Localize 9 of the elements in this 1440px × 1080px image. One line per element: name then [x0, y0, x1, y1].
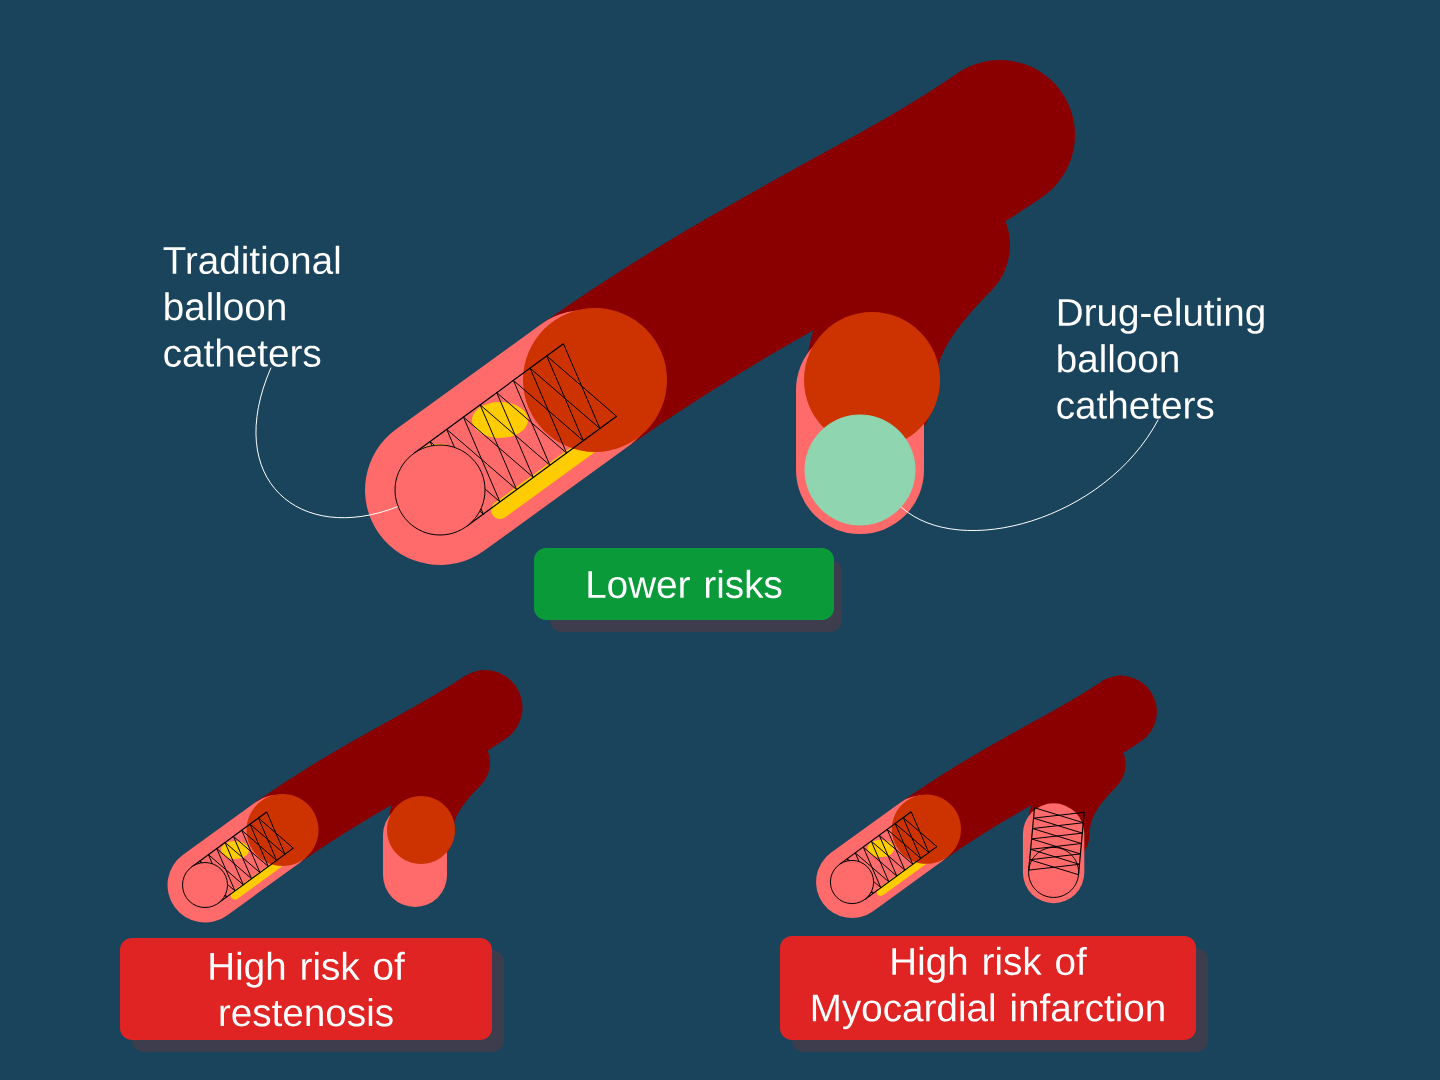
callout-text: Drug-eluting balloon catheters [1057, 297, 1264, 419]
callout-text: Traditional balloon catheters [163, 245, 340, 367]
balloon-end [804, 414, 916, 526]
balloon-end [394, 444, 486, 536]
leader-line [255, 367, 399, 518]
risk-label-box: Lower risks [534, 548, 842, 633]
risk-label-box: High risk of restenosis [120, 938, 504, 1052]
risk-label-box: High risk of Myocardial infarction [780, 936, 1208, 1052]
leader-line [900, 419, 1159, 531]
